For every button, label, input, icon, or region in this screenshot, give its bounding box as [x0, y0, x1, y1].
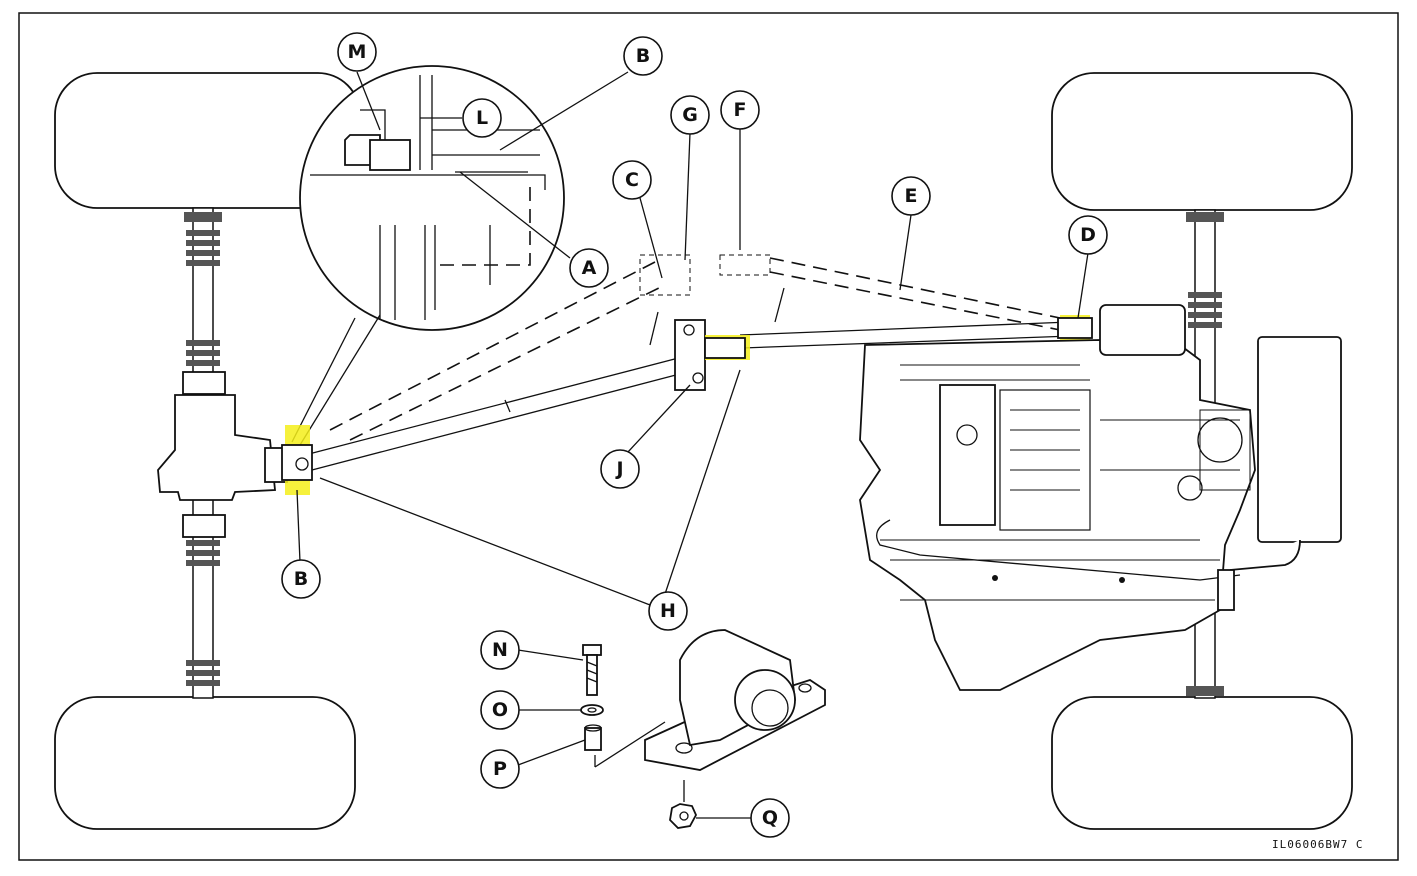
- svg-text:L: L: [476, 107, 488, 129]
- callout-q: Q: [750, 798, 790, 838]
- callout-b-top: B: [623, 36, 663, 76]
- svg-text:IL06006BW7 C: IL06006BW7 C: [1272, 838, 1363, 851]
- callout-leaders: [296, 71, 1089, 819]
- callout-c: C: [612, 160, 652, 200]
- front-differential: [157, 394, 288, 501]
- callout-j: J: [600, 449, 640, 489]
- figure-code: IL06006BW7 C: [1272, 838, 1363, 851]
- pillow-block-bearing: [594, 629, 826, 771]
- callout-f: F: [720, 90, 760, 130]
- svg-text:B: B: [294, 568, 308, 590]
- front-right-wheel: [1051, 72, 1353, 211]
- washer-part: [580, 704, 604, 716]
- callout-o: O: [480, 690, 520, 730]
- callout-a: A: [569, 248, 609, 288]
- svg-text:D: D: [1080, 224, 1096, 246]
- svg-text:J: J: [614, 458, 623, 480]
- svg-text:F: F: [734, 99, 747, 121]
- svg-text:H: H: [660, 600, 676, 622]
- svg-text:N: N: [492, 639, 508, 661]
- callout-g: G: [670, 95, 710, 135]
- callout-l: L: [462, 98, 502, 138]
- svg-text:Q: Q: [762, 807, 778, 829]
- collar-part: [584, 724, 602, 751]
- rear-universal-joint: [281, 425, 313, 495]
- shaft-alternate-position: [329, 254, 1061, 441]
- rear-propeller-shaft: [304, 354, 696, 471]
- svg-text:A: A: [582, 257, 597, 279]
- svg-text:B: B: [636, 45, 650, 67]
- callout-h: H: [648, 591, 688, 631]
- detail-magnifier: [299, 65, 565, 331]
- front-propeller-shaft: [739, 321, 1073, 349]
- callout-e: E: [891, 176, 931, 216]
- svg-text:E: E: [905, 185, 918, 207]
- callout-b-bottom: B: [281, 559, 321, 599]
- engine-assembly: [859, 304, 1342, 691]
- magnifier-leader-lower: [299, 314, 381, 446]
- svg-text:O: O: [492, 699, 508, 721]
- rear-left-wheel: [54, 696, 356, 830]
- diagram-border: [18, 12, 1399, 861]
- callout-p: P: [480, 749, 520, 789]
- bolt-part: [582, 644, 602, 696]
- callout-d: D: [1068, 215, 1108, 255]
- magnifier-leader-upper: [291, 317, 356, 443]
- rear-right-wheel: [1051, 696, 1353, 830]
- svg-text:C: C: [625, 169, 639, 191]
- svg-text:P: P: [493, 758, 507, 780]
- callout-n: N: [480, 630, 520, 670]
- callout-m: M: [337, 32, 377, 72]
- front-universal-joint: [1057, 315, 1093, 340]
- nut-part: [669, 780, 698, 829]
- center-bearing-joint: [674, 319, 750, 391]
- svg-text:G: G: [682, 104, 698, 126]
- svg-text:M: M: [348, 41, 367, 63]
